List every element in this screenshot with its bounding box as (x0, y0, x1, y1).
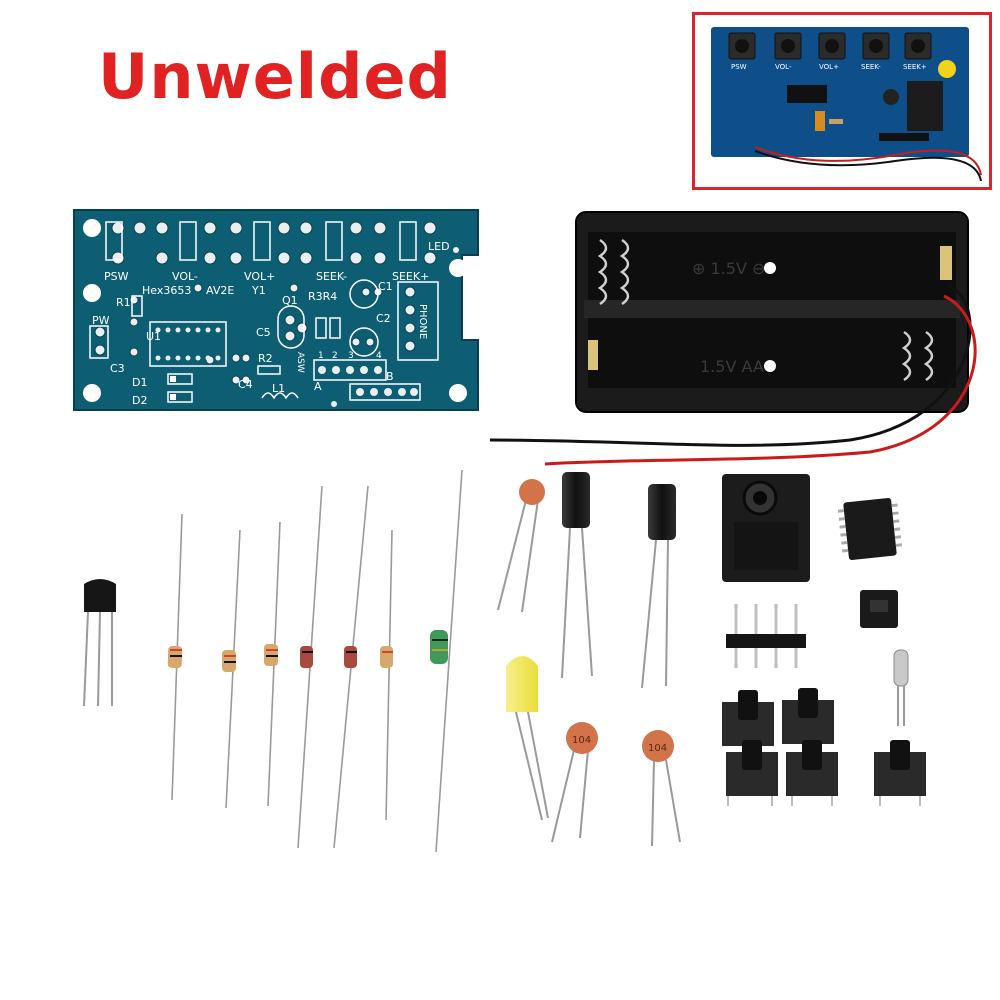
transistor (83, 579, 116, 707)
pcb-label-av2e: AV2E (206, 284, 234, 297)
pin-header (726, 604, 806, 668)
tactile-button-5 (874, 740, 926, 796)
pcb-label-led: LED (428, 240, 450, 253)
resistors (167, 469, 463, 853)
svg-text:PSW: PSW (731, 63, 747, 71)
tactile-buttons (722, 688, 926, 806)
capacitor-104-marking-b: 104 (648, 743, 667, 754)
red-wire (544, 294, 977, 466)
pcb-label-c1: C1 (378, 280, 393, 293)
pcb-label-pin3: 3 (348, 351, 354, 361)
pcb-label-pin2: 2 (332, 351, 338, 361)
headphone-jack (722, 474, 810, 582)
tactile-button-2 (782, 688, 834, 744)
ceramic-capacitor (497, 479, 545, 613)
battery-marking: 1.5V AA (700, 357, 764, 376)
pcb-label-r3r4: R3R4 (308, 290, 337, 303)
tactile-button-4 (786, 740, 838, 796)
ceramic-capacitor-104-b: 104 (642, 730, 681, 847)
pcb-label-c5: C5 (256, 326, 271, 339)
yellow-led (506, 656, 549, 821)
tactile-button-3 (726, 740, 778, 796)
pcb-label-d2: D2 (132, 394, 147, 407)
pcb-label-q1: Q1 (282, 294, 298, 307)
pcb-label-r1: R1 (116, 296, 131, 309)
pcb-label-l1: L1 (272, 382, 285, 395)
pcb-label-c4: C4 (238, 378, 253, 391)
electrolytic-capacitor-2 (641, 484, 676, 689)
pcb-label-seek-plus: SEEK+ (392, 270, 429, 283)
crystal-oscillator (893, 649, 909, 726)
pcb-label-a: A (314, 380, 322, 393)
jumper-cap (860, 590, 898, 628)
pcb-mounting-holes (83, 219, 467, 402)
svg-text:SEEK+: SEEK+ (903, 63, 927, 71)
ceramic-capacitor-104-a: 104 (551, 722, 598, 843)
svg-text:⊕ 1.5V ⊖: ⊕ 1.5V ⊖ (692, 259, 765, 278)
ic-chip (837, 497, 902, 561)
pcb-label-seek-minus: SEEK- (316, 270, 347, 283)
pcb-label-pin1: 1 (318, 351, 324, 361)
pcb-label-pw: PW (92, 314, 110, 327)
svg-text:VOL-: VOL- (775, 63, 792, 71)
pcb-label-y1: Y1 (251, 284, 266, 297)
pcb-label-r2: R2 (258, 352, 273, 365)
pcb-label-b: B (386, 370, 394, 383)
pcb-label-vol-minus: VOL- (172, 270, 198, 283)
capacitor-104-marking-a: 104 (572, 735, 591, 746)
pcb-label-pin4: 4 (376, 351, 382, 361)
svg-text:VOL+: VOL+ (819, 63, 839, 71)
pcb-label-psw: PSW (104, 270, 129, 283)
pcb-label-c2: C2 (376, 312, 391, 325)
tactile-button-1 (722, 690, 774, 746)
svg-text:SEEK-: SEEK- (861, 63, 881, 71)
pcb-label-c3: C3 (110, 362, 125, 375)
pcb-label-phone: PHONE (417, 304, 428, 339)
pcb-label-u1: U1 (146, 330, 161, 343)
pcb-label-vol-plus: VOL+ (244, 270, 275, 283)
pcb-label-chip: Hex3653 (142, 284, 191, 297)
assembled-board-inset: PSW VOL- VOL+ SEEK- SEEK+ (692, 12, 992, 190)
battery-holder: ⊕ 1.5V ⊖ 1.5V AA (575, 211, 969, 413)
bare-pcb-board: PSW VOL- VOL+ SEEK- SEEK+ LED Hex3653 AV… (73, 209, 479, 411)
electrolytic-capacitor-1 (561, 472, 593, 679)
pcb-label-d1: D1 (132, 376, 147, 389)
battery-springs (597, 238, 934, 382)
assembled-board-photo: PSW VOL- VOL+ SEEK- SEEK+ (711, 27, 982, 182)
unwelded-title: Unwelded (98, 40, 452, 113)
pcb-label-asw: ASW (295, 352, 305, 373)
